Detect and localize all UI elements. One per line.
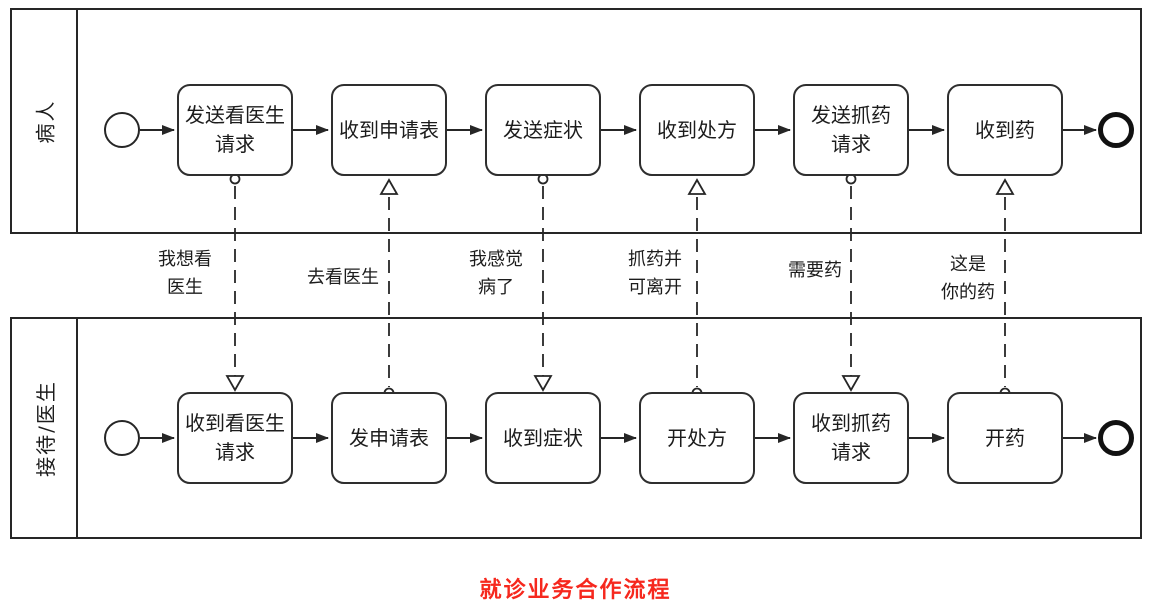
message-flow-down <box>533 173 553 392</box>
pool-doctor: 接待/医生 <box>10 317 1142 539</box>
open-triangle-arrowhead <box>533 375 553 392</box>
message-label-go-see-doctor: 去看医生 <box>307 267 379 288</box>
start-event-circle <box>104 112 140 148</box>
message-flow-down <box>841 173 861 392</box>
open-triangle-arrowhead <box>225 375 245 392</box>
open-triangle-arrowhead <box>841 375 861 392</box>
message-label-this-is-your-medicine: 这是 你的药 <box>941 254 995 303</box>
task-write-prescription: 开处方 <box>639 392 755 484</box>
diagram-title: 就诊业务合作流程 <box>479 578 672 603</box>
message-label-need-medicine: 需要药 <box>788 260 842 281</box>
task-receive-symptoms: 收到症状 <box>485 392 601 484</box>
task-dispense-medicine: 开药 <box>947 392 1063 484</box>
task-receive-fill-medicine-request: 收到抓药 请求 <box>793 392 909 484</box>
end-event-circle <box>1098 112 1134 148</box>
start-event-circle <box>104 420 140 456</box>
task-receive-prescription: 收到处方 <box>639 84 755 176</box>
end-event-circle <box>1098 420 1134 456</box>
open-triangle-arrowhead <box>687 178 707 195</box>
task-send-fill-medicine-request: 发送抓药 请求 <box>793 84 909 176</box>
pool-patient: 病人 <box>10 8 1142 234</box>
task-send-symptoms: 发送症状 <box>485 84 601 176</box>
pool-patient-label-band: 病人 <box>12 10 78 232</box>
pool-doctor-label-band: 接待/医生 <box>12 319 78 537</box>
message-label-i-want-to-see-doctor: 我想看 医生 <box>158 249 212 298</box>
message-label-i-feel-sick: 我感觉 病了 <box>469 249 523 298</box>
task-receive-application-form: 收到申请表 <box>331 84 447 176</box>
open-triangle-arrowhead <box>995 178 1015 195</box>
task-send-see-doctor-request: 发送看医生 请求 <box>177 84 293 176</box>
task-send-application-form: 发申请表 <box>331 392 447 484</box>
task-receive-see-doctor-request: 收到看医生 请求 <box>177 392 293 484</box>
message-label-get-medicine-and-leave: 抓药并 可离开 <box>628 249 682 298</box>
task-receive-medicine: 收到药 <box>947 84 1063 176</box>
message-flow-down <box>225 173 245 392</box>
open-triangle-arrowhead <box>379 178 399 195</box>
